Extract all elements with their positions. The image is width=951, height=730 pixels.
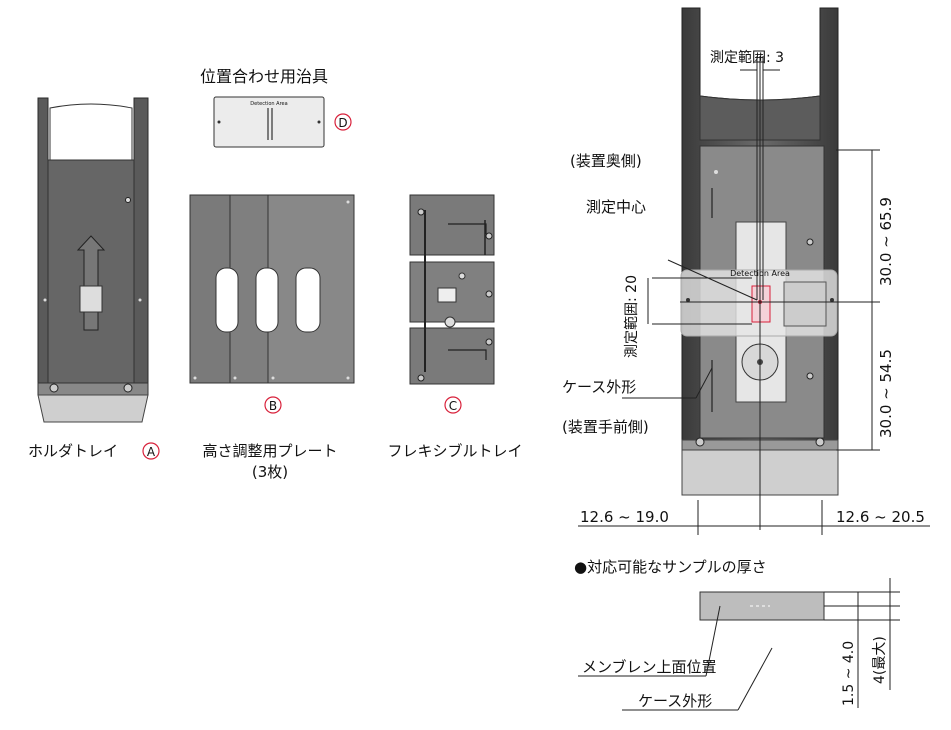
detection-area-label: Detection Area xyxy=(730,269,790,278)
height-plate-label-line2: (3枚) xyxy=(252,463,288,481)
marker-a-circle xyxy=(142,442,160,460)
jig-plate-text: Detection Area xyxy=(250,101,287,107)
sample-thickness-diagram xyxy=(578,578,900,711)
flexible-tray-label: フレキシブルトレイ xyxy=(387,442,522,460)
dim-max: 4(最大) xyxy=(872,636,888,684)
jig-title: 位置合わせ用治具 xyxy=(200,67,328,86)
marker-d: D xyxy=(338,116,347,130)
height-plate-label-line1: 高さ調整用プレート xyxy=(202,442,337,460)
marker-c-circle xyxy=(444,396,462,414)
marker-a: A xyxy=(147,445,156,459)
height-adjust-plates xyxy=(189,194,355,384)
device-front-label: (装置手前側) xyxy=(562,418,649,436)
marker-c: C xyxy=(449,399,457,413)
measure-range-20: 測定範囲: 20 xyxy=(623,275,640,358)
marker-b: B xyxy=(269,399,277,413)
holder-tray-label: ホルダトレイ xyxy=(28,442,118,460)
device-back-label: (装置奥側) xyxy=(570,152,642,170)
dim-right: 12.6 ~ 20.5 xyxy=(836,508,925,526)
holder-tray-illustration xyxy=(37,97,149,423)
dim-left: 12.6 ~ 19.0 xyxy=(580,508,669,526)
flexible-tray-illustration xyxy=(409,194,495,385)
alignment-jig xyxy=(213,96,325,148)
dim-lower: 30.0 ~ 54.5 xyxy=(877,349,895,438)
marker-b-circle xyxy=(264,396,282,414)
case-outline-2-label: ケース外形 xyxy=(638,692,712,710)
dimension-lines xyxy=(578,56,930,535)
membrane-top-label: メンブレン上面位置 xyxy=(582,658,717,676)
dim-thickness: 1.5 ~ 4.0 xyxy=(841,641,857,706)
measure-center-label: 測定中心 xyxy=(586,198,646,216)
marker-d-circle xyxy=(334,113,352,131)
dim-upper: 30.0 ~ 65.9 xyxy=(877,197,895,286)
case-outline-label: ケース外形 xyxy=(562,378,636,396)
measure-range-3: 測定範囲: 3 xyxy=(710,49,784,66)
sample-thickness-title: ●対応可能なサンプルの厚さ xyxy=(574,558,767,576)
